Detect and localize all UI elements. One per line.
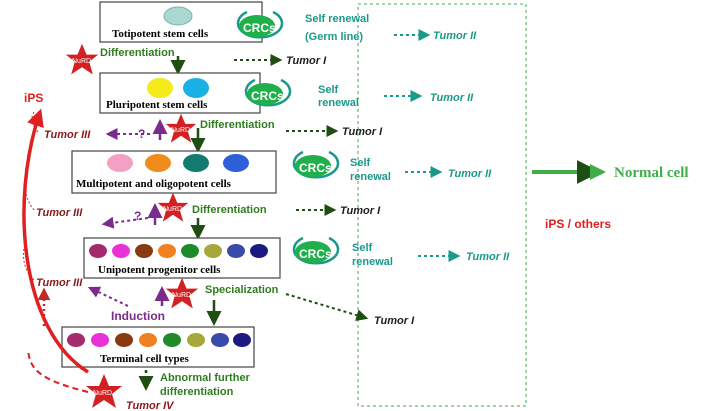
differentiation-3: Differentiation	[192, 204, 267, 216]
arrow-tumor3-row3	[101, 216, 149, 229]
terminal-cell-8	[233, 333, 251, 347]
tumor2-row2: Tumor II	[430, 92, 474, 104]
nurd-star-5: NuRD	[86, 374, 122, 408]
nurd-star-3: NuRD	[157, 192, 189, 222]
ips-label: iPS	[24, 91, 43, 105]
svg-text:NuRD: NuRD	[172, 292, 191, 299]
svg-text:CRCs: CRCs	[243, 21, 276, 35]
svg-text:NuRD: NuRD	[72, 58, 91, 65]
nurd-star-4: NuRD	[165, 277, 199, 309]
multipotent-cell-pink	[107, 154, 133, 172]
tumor2-row1: Tumor II	[433, 30, 477, 42]
ips-dashed-arrow	[27, 349, 89, 393]
unipotent-cell-7	[227, 244, 245, 258]
unipotent-cell-1	[89, 244, 107, 258]
multipotent-cell-teal	[183, 154, 209, 172]
unipotent-box	[83, 237, 281, 279]
unipotent-label: Unipotent progenitor cells	[98, 264, 221, 276]
normal-cell-label: Normal cell	[614, 165, 689, 181]
crc-badge-4: CRCs	[292, 236, 340, 265]
ips-link-tumor3-a	[31, 111, 39, 133]
tumor3-row2: Tumor III	[44, 129, 91, 141]
self-renewal-germ-1: Self renewal	[305, 13, 369, 25]
normal-cell-arrowhead	[590, 164, 606, 180]
question-mark-2: ?	[134, 209, 141, 223]
tumor4-label: Tumor IV	[126, 400, 175, 411]
abnormal-line2: differentiation	[160, 386, 234, 398]
self-label-2: Self	[318, 84, 339, 96]
tumor2-row3: Tumor II	[448, 168, 492, 180]
unipotent-cell-5	[181, 244, 199, 258]
arrow-tumor1-row4	[285, 293, 369, 321]
tumor3-row4: Tumor III	[36, 277, 83, 289]
svg-text:CRCs: CRCs	[299, 247, 332, 261]
tumor1-row1: Tumor I	[286, 55, 327, 67]
induction-label: Induction	[111, 309, 165, 323]
self-label-4: Self	[352, 242, 373, 254]
crc-badge-3: CRCs	[292, 150, 340, 179]
pluripotent-label: Pluripotent stem cells	[106, 99, 208, 111]
unipotent-cell-2	[112, 244, 130, 258]
renewal-label-2: renewal	[318, 97, 359, 109]
unipotent-cell-8	[250, 244, 268, 258]
nurd-star-1: NuRD	[65, 43, 99, 75]
tumor1-row2: Tumor I	[342, 126, 383, 138]
ips-link-tumor3-b	[24, 175, 35, 211]
pluripotent-cell-yellow	[147, 78, 173, 98]
terminal-cell-3	[115, 333, 133, 347]
terminal-cell-4	[139, 333, 157, 347]
unipotent-cell-4	[158, 244, 176, 258]
terminal-label: Terminal cell types	[100, 353, 190, 365]
svg-text:CRCs: CRCs	[299, 161, 332, 175]
differentiation-1: Differentiation	[100, 47, 175, 59]
totipotent-cell	[163, 6, 193, 26]
ips-link-tumor3-c	[23, 247, 35, 281]
svg-text:NuRD: NuRD	[163, 206, 182, 213]
totipotent-label: Totipotent stem cells	[112, 28, 209, 40]
nurd-star-2: NuRD	[165, 113, 197, 143]
multipotent-label: Multipotent and oligopotent cells	[76, 178, 232, 190]
svg-text:NuRD: NuRD	[93, 390, 112, 397]
unipotent-cell-3	[135, 244, 153, 258]
terminal-cell-6	[187, 333, 205, 347]
self-label-3: Self	[350, 157, 371, 169]
multipotent-cell-orange	[145, 154, 171, 172]
crc-badge-2: CRCs	[244, 78, 292, 107]
svg-text:CRCs: CRCs	[251, 89, 284, 103]
tumor3-row3: Tumor III	[36, 207, 83, 219]
arrow-tumor3-row4	[87, 286, 129, 307]
tumor1-row3: Tumor I	[340, 205, 381, 217]
specialization-label: Specialization	[205, 284, 279, 296]
crc-badge-1: CRCs	[236, 10, 284, 39]
normal-region-box	[357, 3, 527, 407]
renewal-label-4: renewal	[352, 256, 393, 268]
pluripotent-cell-cyan	[183, 78, 209, 98]
terminal-cell-5	[163, 333, 181, 347]
differentiation-2: Differentiation	[200, 119, 275, 131]
tumor2-row4: Tumor II	[466, 251, 510, 263]
germ-line-label: (Germ line)	[305, 31, 363, 43]
svg-text:NuRD: NuRD	[171, 127, 190, 134]
tumor1-row4: Tumor I	[374, 315, 415, 327]
terminal-cell-1	[67, 333, 85, 347]
ips-main-arrow	[22, 108, 89, 374]
abnormal-line1: Abnormal further	[160, 372, 251, 384]
terminal-cell-2	[91, 333, 109, 347]
renewal-label-3: renewal	[350, 171, 391, 183]
multipotent-cell-blue	[223, 154, 249, 172]
terminal-cell-7	[211, 333, 229, 347]
unipotent-cell-6	[204, 244, 222, 258]
ips-others-label: iPS / others	[545, 217, 611, 231]
